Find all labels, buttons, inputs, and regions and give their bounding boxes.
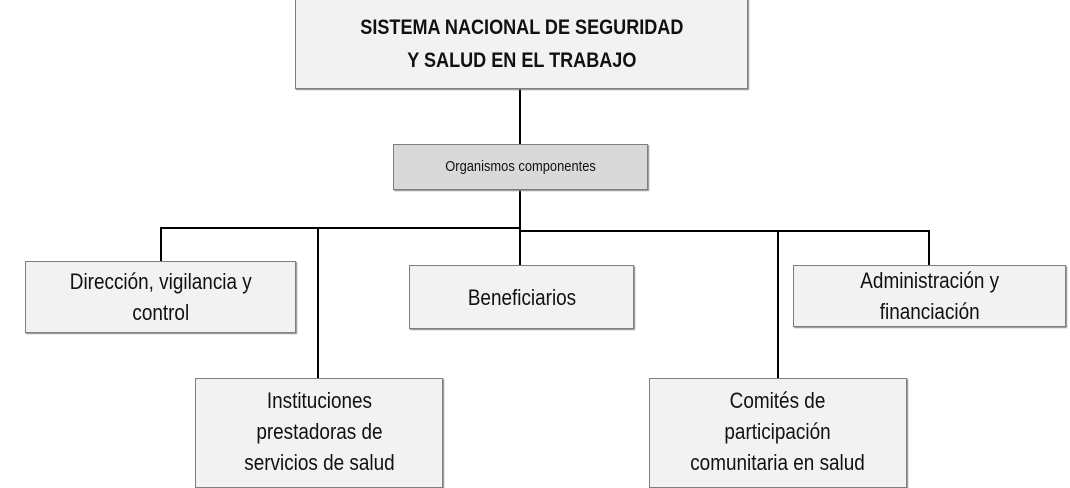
node-label: Instituciones prestadoras de servicios d… xyxy=(243,388,395,475)
connector-group-bus xyxy=(519,190,521,230)
node-beneficiarios: Beneficiarios xyxy=(409,265,634,329)
node-label: Administración y financiación xyxy=(860,268,999,324)
node-instituciones: Instituciones prestadoras de servicios d… xyxy=(195,378,443,488)
connector-beneficiarios xyxy=(519,230,521,265)
connector-direccion xyxy=(160,228,162,261)
node-comites: Comités de participación comunitaria en … xyxy=(649,378,907,488)
connector-instituciones xyxy=(317,228,319,378)
group-label: Organismos componentes xyxy=(445,158,596,175)
connector-bus-right xyxy=(519,230,930,232)
group-node: Organismos componentes xyxy=(393,144,648,190)
root-title: SISTEMA NACIONAL DE SEGURIDAD Y SALUD EN… xyxy=(359,15,684,72)
node-direccion: Dirección, vigilancia y control xyxy=(25,261,296,333)
connector-bus-left xyxy=(160,227,521,229)
node-label: Comités de participación comunitaria en … xyxy=(690,388,866,475)
connector-root-group xyxy=(519,89,521,144)
connector-comites xyxy=(777,231,779,378)
root-node: SISTEMA NACIONAL DE SEGURIDAD Y SALUD EN… xyxy=(295,0,748,89)
node-administracion: Administración y financiación xyxy=(793,265,1066,327)
node-label: Dirección, vigilancia y control xyxy=(69,269,252,325)
node-label: Beneficiarios xyxy=(467,284,576,310)
connector-administracion xyxy=(928,231,930,265)
